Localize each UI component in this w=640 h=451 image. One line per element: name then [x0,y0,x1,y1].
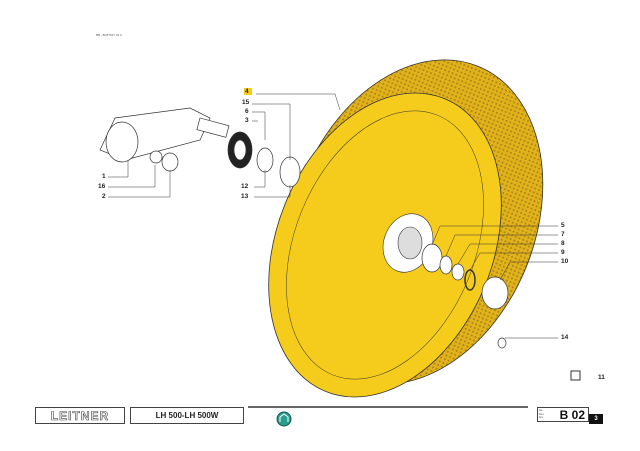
callout-7: 7 [561,231,565,238]
arm-assembly [99,107,301,188]
sheet-number: 3 [589,414,603,424]
callout-2: 2 [102,193,106,200]
callout-5: 5 [561,222,565,229]
kit-box-icon [570,370,581,381]
model-name: LH 500-LH 500W [130,407,244,424]
callout-14: 14 [561,334,569,341]
hub-parts [421,243,509,349]
callout-8: 8 [561,240,565,247]
callout-3: 3 [245,117,249,124]
home-icon[interactable] [276,411,292,427]
callout-1: 1 [102,173,106,180]
callout-12: 12 [241,183,249,190]
callout-15: 15 [242,99,250,106]
section-code: B 02 [537,407,589,422]
language-list: Ita.Deu.Fra. [539,409,545,419]
wheel [268,59,544,398]
callout-10: 10 [561,258,569,265]
callout-13: 13 [241,193,249,200]
callout-11: 11 [598,374,605,381]
callout-4: 4 [245,88,249,95]
brand-logo: LEITNER [35,407,125,424]
callout-16: 16 [98,183,106,190]
document-code: BB - BLB7047 01.3 [96,33,122,37]
callout-6: 6 [245,108,249,115]
leader-lines [108,93,558,408]
callout-9: 9 [561,249,565,256]
